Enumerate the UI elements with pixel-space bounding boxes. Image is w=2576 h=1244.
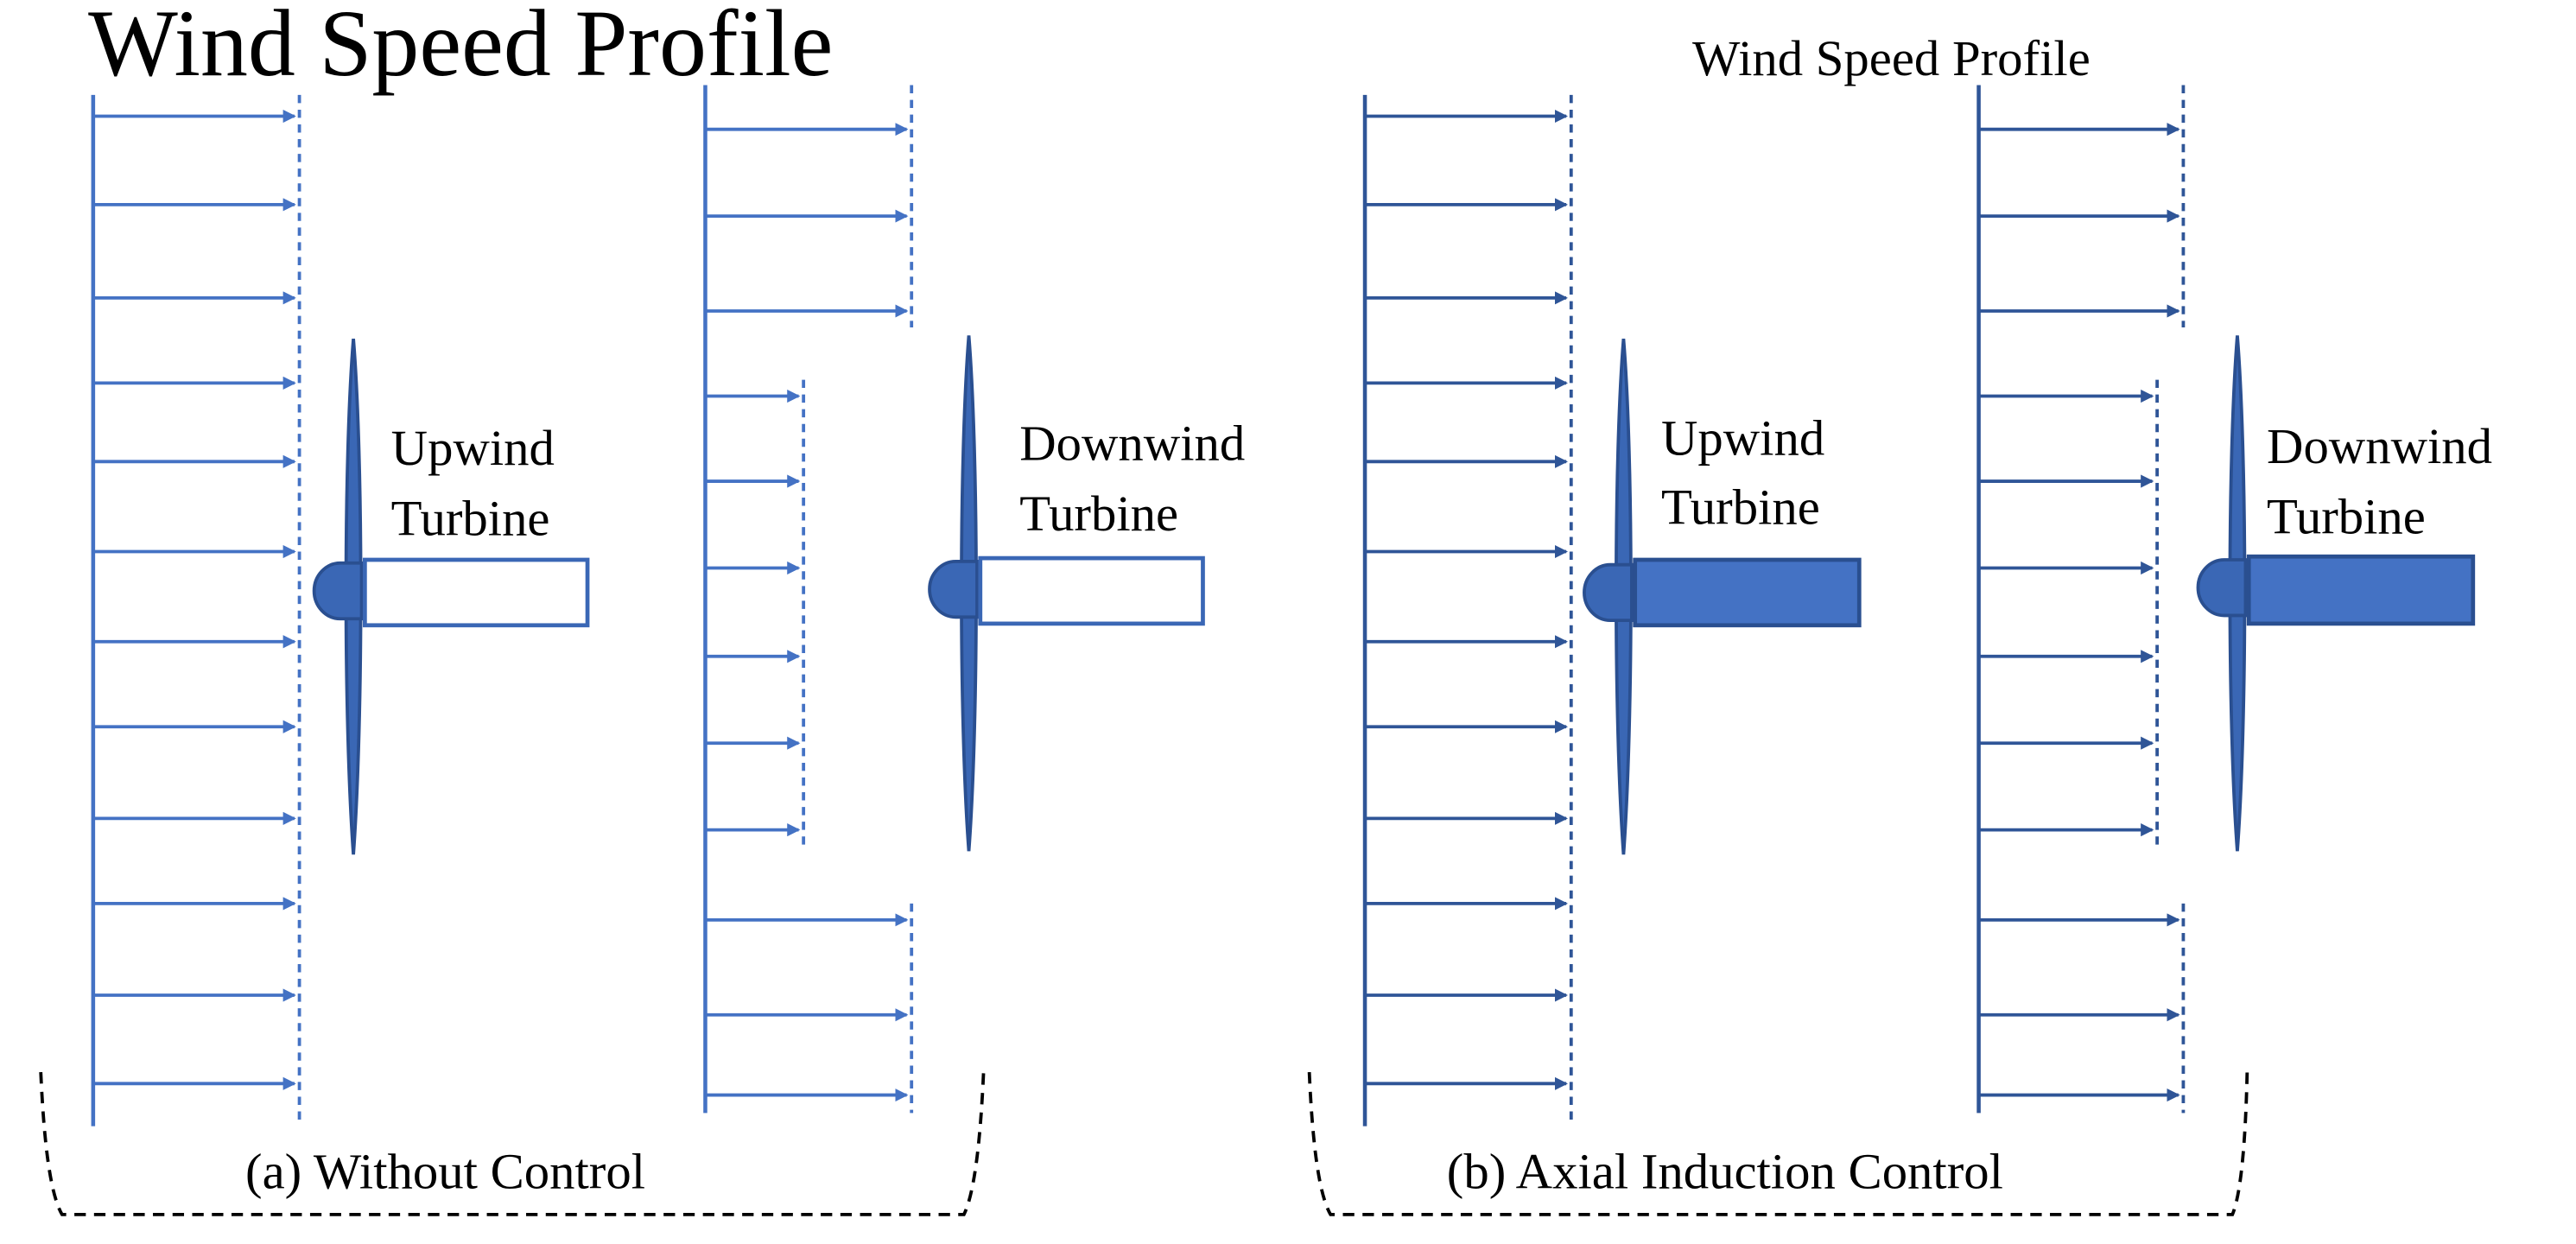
panel-a-downwind-profile (703, 85, 914, 1114)
hub-icon (312, 561, 364, 621)
upwind-label-line-1: Upwind (1661, 410, 1824, 466)
panel-b-downwind-label: Downwind Turbine (2267, 418, 2505, 544)
hub-icon (2196, 558, 2248, 618)
panel-a-bracket (39, 1071, 986, 1216)
downwind-label-line-2: Turbine (1019, 486, 1178, 542)
panel-b-profile-label: Wind Speed Profile (1692, 30, 2091, 86)
panel-b-upwind-label: Upwind Turbine (1661, 410, 1837, 536)
panel-a-upwind-turbine (312, 339, 590, 855)
downwind-label-line-2: Turbine (2267, 489, 2426, 545)
panel-b-downwind-turbine (2196, 335, 2476, 852)
nacelle-icon (978, 555, 1205, 626)
panel-b-downwind-profile (1976, 85, 2186, 1114)
panel-b: Wind Speed Profile Upwind Turbine Downwi… (1307, 30, 2505, 1216)
panel-a-upwind-label: Upwind Turbine (391, 420, 568, 546)
downwind-label-line-1: Downwind (1019, 415, 1245, 471)
panel-b-caption: (b) Axial Induction Control (1447, 1144, 2003, 1200)
panel-b-bracket (1307, 1071, 2249, 1216)
upwind-label-line-2: Turbine (391, 491, 550, 547)
panel-a-downwind-label: Downwind Turbine (1019, 415, 1258, 541)
panel-b-upwind-profile (1362, 94, 1573, 1127)
upwind-label-line-1: Upwind (391, 420, 555, 476)
panel-a: Wind Speed Profile Upwind Turbine Downwi… (39, 0, 1258, 1216)
panel-a-caption: (a) Without Control (245, 1144, 645, 1200)
nacelle-icon (362, 557, 590, 628)
downwind-label-line-1: Downwind (2267, 418, 2492, 474)
panel-a-downwind-turbine (928, 335, 1205, 852)
hub-icon (928, 560, 979, 619)
nacelle-icon (2246, 554, 2476, 626)
nacelle-icon (1633, 557, 1862, 628)
panel-a-profile-label: Wind Speed Profile (88, 0, 833, 96)
hub-icon (1583, 562, 1634, 622)
upwind-label-line-2: Turbine (1661, 479, 1820, 535)
panel-a-upwind-profile (91, 94, 301, 1127)
panel-b-upwind-turbine (1583, 339, 1862, 855)
